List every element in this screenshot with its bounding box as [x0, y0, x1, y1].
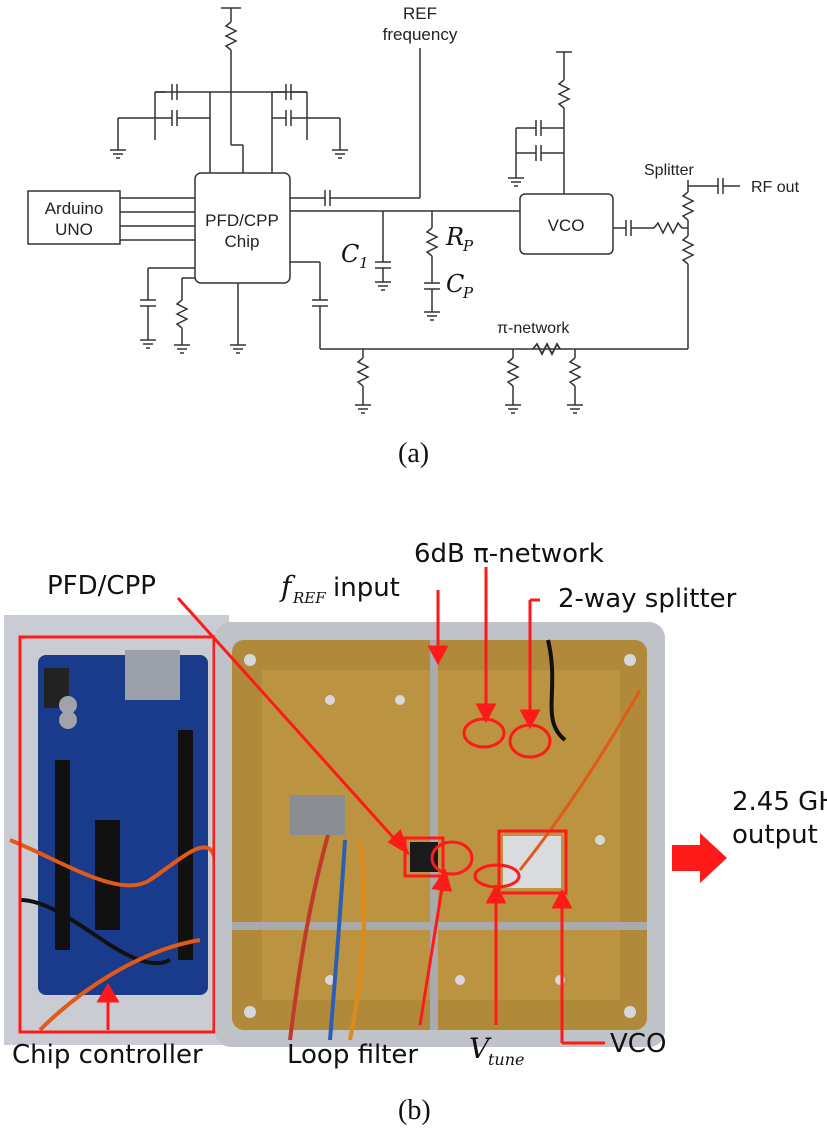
- shield-wall-h: [232, 922, 647, 930]
- pll-schematic: REF frequency Arduino UNO PFD/CPP Chip V…: [27, 4, 800, 414]
- pfd-highlight: [403, 836, 445, 878]
- pfd-arrow: [176, 596, 402, 847]
- coax-cable: [546, 639, 567, 742]
- usb-connector: [125, 650, 180, 700]
- splitter-arrowhead: [519, 709, 541, 730]
- orange-wire-3: [518, 689, 642, 871]
- caption-b: (b): [398, 1095, 431, 1126]
- output-label-line2: output: [732, 820, 818, 850]
- red-wire: [288, 834, 330, 1041]
- pfd-cpp-label: PFD/CPP: [47, 571, 156, 601]
- loop-filter-arrow: [418, 881, 445, 1026]
- pi-network-label: π-network: [497, 320, 570, 337]
- loop-filter-arrowhead: [431, 868, 453, 892]
- pfd-chip: [410, 842, 438, 872]
- shield-wall: [430, 640, 438, 1030]
- vtune-label-v: V: [469, 1032, 492, 1065]
- chip-label-line2: Chip: [225, 232, 260, 251]
- chip-controller-box: [18, 635, 216, 1034]
- ref-label-line2: frequency: [383, 25, 458, 44]
- orange-wire: [9, 838, 217, 888]
- chip-label-line1: PFD/CPP: [205, 211, 279, 230]
- controller-arrowhead: [96, 983, 120, 1003]
- rf-out-label: RF out: [751, 179, 800, 196]
- splitter-label: Splitter: [644, 162, 694, 179]
- loop-filter-highlight: [430, 840, 474, 876]
- board-photo: 6dB π-network PFD/CPP f REF input 2-way …: [4, 539, 827, 1070]
- rp-subscript: P: [462, 237, 474, 255]
- pi-network-label: 6dB π-network: [414, 539, 604, 569]
- pfd-arrowhead: [387, 829, 410, 856]
- capacitor-2: [59, 711, 77, 729]
- vco-highlight: [497, 829, 568, 895]
- vco-label: VCO: [548, 216, 585, 235]
- output-label-line1: 2.45 GHz: [732, 787, 827, 817]
- header-right: [178, 730, 193, 960]
- ref-label-line1: REF: [403, 4, 437, 23]
- cp-symbol: C: [446, 270, 464, 298]
- orange-wire-4: [348, 839, 367, 1041]
- splitter-label: 2-way splitter: [558, 584, 737, 614]
- pi-arrowhead: [475, 703, 497, 724]
- arduino-label-line1: Arduino: [45, 199, 104, 218]
- cp-subscript: P: [462, 284, 474, 302]
- fref-label-tail: input: [333, 573, 400, 603]
- atmega-chip: [95, 820, 120, 930]
- blue-wire: [328, 839, 347, 1041]
- c1-symbol: C: [341, 240, 359, 268]
- loop-filter-label: Loop filter: [287, 1040, 418, 1070]
- connector-header: [290, 795, 345, 835]
- chip-controller-label: Chip controller: [12, 1040, 203, 1070]
- c1-subscript: 1: [359, 254, 369, 272]
- output-arrow: [672, 833, 727, 883]
- vco-arrowhead: [551, 888, 573, 909]
- vtune-arrowhead: [485, 883, 507, 904]
- header-left: [55, 760, 70, 950]
- caption-a: (a): [398, 438, 430, 469]
- arduino-label-line2: UNO: [55, 220, 93, 239]
- capacitor-1: [59, 696, 77, 714]
- rp-symbol: R: [445, 223, 464, 251]
- arduino-board: [38, 655, 208, 995]
- fref-label-sub: REF: [292, 589, 326, 607]
- vco-label: VCO: [610, 1029, 666, 1059]
- vtune-label-sub: tune: [488, 1050, 525, 1069]
- vco-module: [503, 836, 561, 888]
- orange-wire-2: [38, 938, 201, 1032]
- fref-arrowhead: [427, 645, 449, 666]
- black-wire: [19, 898, 171, 965]
